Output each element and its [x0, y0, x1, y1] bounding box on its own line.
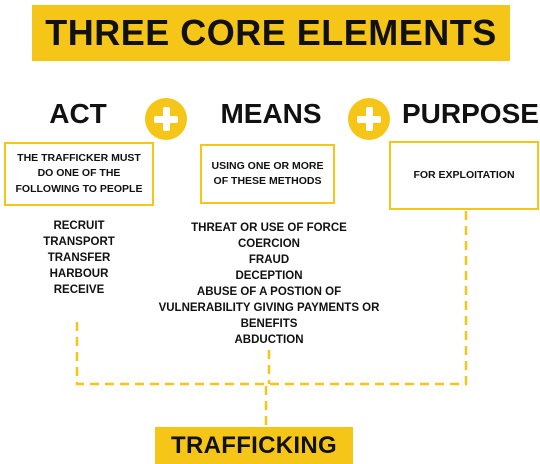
list-item: DECEPTION — [235, 270, 303, 282]
act-box: THE TRAFFICKER MUST DO ONE OF THE FOLLOW… — [4, 142, 154, 206]
list-item: ABDUCTION — [234, 334, 304, 346]
list-item: ABUSE OF A POSTION OF — [196, 286, 342, 298]
purpose-heading: PURPOSE — [402, 98, 539, 129]
result-banner: TRAFFICKING — [155, 427, 353, 464]
list-item: VULNERABILITY GIVING PAYMENTS OR — [158, 302, 380, 314]
purpose-box-text: FOR EXPLOITATION — [413, 168, 515, 181]
list-item: TRANSPORT — [43, 236, 115, 248]
list-item: BENEFITS — [240, 318, 298, 330]
plus-icon — [348, 98, 390, 140]
result-label: TRAFFICKING — [171, 431, 337, 459]
list-item: HARBOUR — [49, 268, 109, 280]
purpose-box: FOR EXPLOITATION — [389, 141, 539, 210]
diagram-title: THREE CORE ELEMENTS — [45, 12, 497, 53]
list-item: THREAT OR USE OF FORCE — [191, 222, 347, 234]
act-heading: ACT — [49, 98, 107, 129]
act-purpose-connector — [75, 210, 468, 386]
means-list: THREAT OR USE OF FORCE COERCION FRAUD DE… — [148, 220, 390, 348]
act-list: RECRUIT TRANSPORT TRANSFER HARBOUR RECEI… — [20, 218, 138, 298]
means-heading: MEANS — [220, 98, 322, 129]
means-box-text: USING ONE OR MORE OF THESE METHODS — [211, 159, 324, 187]
list-item: FRAUD — [248, 254, 290, 266]
list-item: TRANSFER — [47, 252, 111, 264]
means-box: USING ONE OR MORE OF THESE METHODS — [200, 144, 335, 204]
plus-icon — [145, 98, 187, 140]
list-item: RECRUIT — [53, 220, 105, 232]
title-banner: THREE CORE ELEMENTS — [32, 5, 510, 61]
list-item: RECEIVE — [53, 284, 105, 296]
act-box-text: THE TRAFFICKER MUST DO ONE OF THE FOLLOW… — [15, 152, 143, 195]
list-item: COERCION — [238, 238, 300, 250]
